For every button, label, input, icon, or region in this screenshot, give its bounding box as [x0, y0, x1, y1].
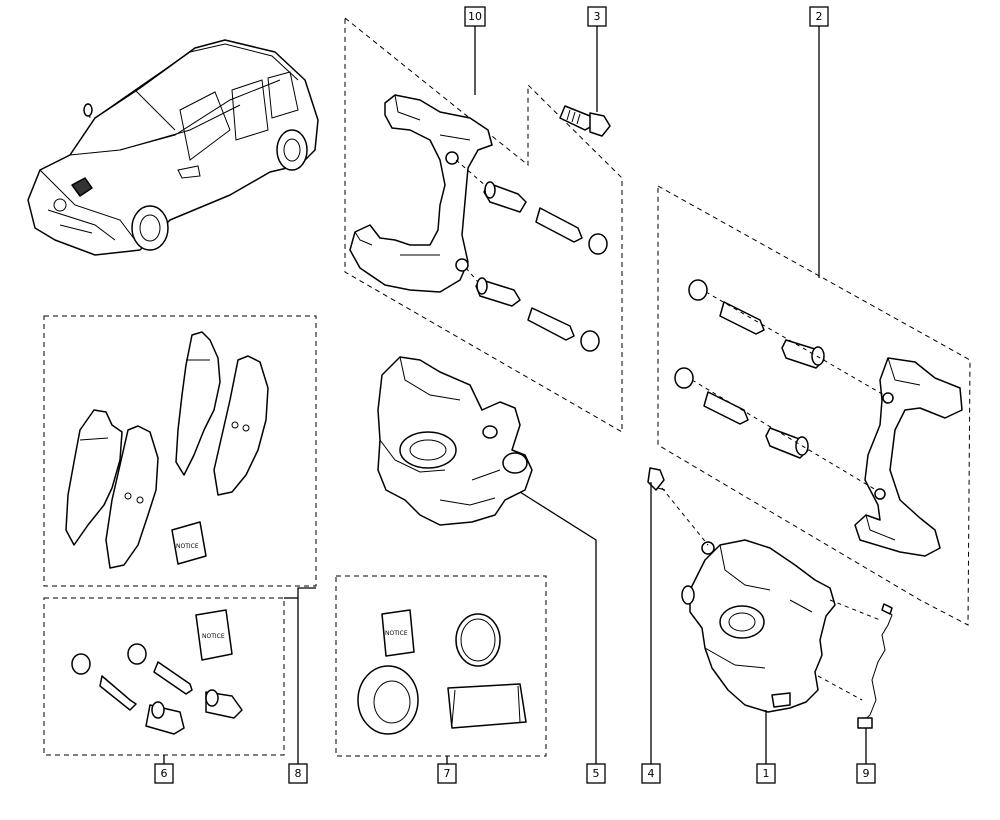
callout-6: 6: [154, 763, 174, 784]
kit-7-parts: NOTICE: [357, 609, 527, 735]
callout-7-text: 7: [444, 767, 451, 780]
bleed-screw-4: [647, 467, 666, 491]
notice-leaflet-pads: NOTICE: [171, 521, 207, 565]
wear-sensor-9: [857, 603, 893, 729]
callout-10-text: 10: [468, 10, 482, 23]
carrier-bracket-10: [349, 94, 493, 293]
guide-pins-10: [475, 181, 608, 352]
leader-lines: [163, 26, 885, 764]
callout-5: 5: [586, 763, 606, 784]
callout-10: 10: [464, 6, 486, 27]
callout-1-text: 1: [763, 767, 770, 780]
group-6-outline: [43, 597, 285, 756]
callout-1: 1: [756, 763, 776, 784]
callout-4: 4: [641, 763, 661, 784]
callout-2: 2: [809, 6, 829, 27]
callout-8-text: 8: [295, 767, 302, 780]
notice-label-pads: NOTICE: [176, 543, 199, 550]
car-illustration: [27, 39, 319, 256]
callout-8: 8: [288, 763, 308, 784]
group-2-outline: [657, 185, 971, 626]
notice-label-kit6: NOTICE: [202, 633, 225, 640]
callout-5-text: 5: [593, 767, 600, 780]
callout-6-text: 6: [161, 767, 168, 780]
notice-label-kit7: NOTICE: [385, 630, 408, 637]
brake-pads-8: [65, 331, 269, 569]
group-8-outline: [43, 315, 317, 587]
caliper-1: [681, 539, 836, 713]
bolt-3: [559, 105, 611, 137]
callout-7: 7: [437, 763, 457, 784]
callout-3-text: 3: [594, 10, 601, 23]
kit-6-parts: NOTICE: [71, 609, 243, 735]
callout-9: 9: [856, 763, 876, 784]
caliper-5: [377, 356, 533, 526]
group-7-outline: [335, 575, 547, 757]
group-10-outline: [344, 16, 623, 433]
callout-3: 3: [587, 6, 607, 27]
carrier-bracket-2: [854, 357, 963, 557]
callout-2-text: 2: [816, 10, 823, 23]
callout-9-text: 9: [863, 767, 870, 780]
callout-4-text: 4: [648, 767, 655, 780]
guide-pins-2: [674, 279, 825, 459]
